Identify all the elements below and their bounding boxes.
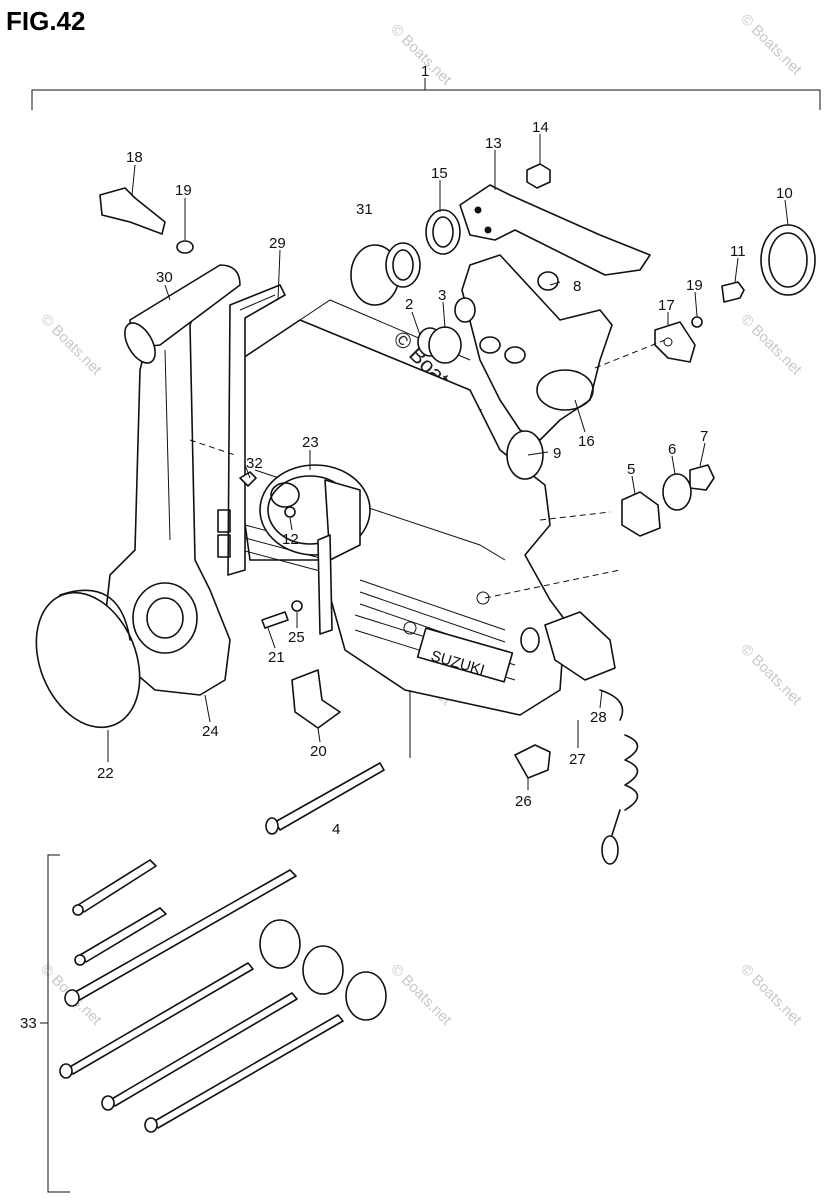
kit-bracket	[40, 854, 70, 1193]
callout-20: 20	[310, 743, 327, 760]
shift-bracket	[350, 209, 613, 480]
callout-4: 4	[332, 821, 340, 838]
callout-14: 14	[532, 119, 549, 136]
control-box-housing: SUZUKI	[231, 299, 566, 716]
callout-26: 26	[515, 793, 532, 810]
callout-1: 1	[421, 63, 429, 80]
callout-32: 32	[246, 455, 263, 472]
callout-2: 2	[405, 296, 413, 313]
callout-31: 31	[356, 201, 373, 218]
callout-33: 33	[20, 1015, 37, 1032]
callout-3: 3	[438, 287, 446, 304]
leader-lines	[107, 134, 789, 790]
friction-parts	[621, 464, 715, 537]
figure-title: FIG.42	[6, 6, 85, 36]
callout-9: 9	[553, 445, 561, 462]
callout-15: 15	[431, 165, 448, 182]
watermark: © Boats.net	[37, 311, 105, 379]
callout-10: 10	[776, 185, 793, 202]
callout-5: 5	[627, 461, 635, 478]
watermark: © Boats.net	[737, 641, 805, 709]
right-side-parts	[654, 224, 816, 363]
kit-parts	[59, 859, 387, 1133]
assembly-lines	[189, 339, 666, 599]
callouts: 1 2 3 4 5 6 7 8 9 10 11 12 13 14 15 16 1…	[20, 63, 793, 1032]
shift-drum	[259, 464, 371, 561]
callout-25: 25	[288, 629, 305, 646]
callout-29: 29	[269, 235, 286, 252]
callout-11: 11	[730, 243, 746, 260]
watermark: © Boats.net	[387, 961, 455, 1029]
callout-21: 21	[268, 649, 285, 666]
lock-lever	[217, 284, 286, 576]
watermark: © Boats.net	[737, 11, 805, 79]
lever-cover	[35, 589, 141, 729]
callout-23: 23	[302, 434, 319, 451]
upper-left-parts	[99, 187, 194, 254]
callout-19b: 19	[686, 277, 703, 294]
callout-24: 24	[202, 723, 219, 740]
small-screws	[239, 471, 303, 629]
callout-19a: 19	[175, 182, 192, 199]
throttle-arm	[459, 163, 651, 276]
callout-18: 18	[126, 149, 143, 166]
callout-28: 28	[590, 709, 607, 726]
lever-grip	[124, 264, 241, 364]
callout-7: 7	[700, 428, 708, 445]
callout-16: 16	[578, 433, 595, 450]
watermark: © Boats.net	[737, 311, 805, 379]
callout-13: 13	[485, 135, 502, 152]
callout-8: 8	[573, 278, 581, 295]
lock-plate	[291, 534, 341, 729]
callout-30: 30	[156, 269, 173, 286]
kill-switch	[514, 611, 639, 865]
callout-17: 17	[658, 297, 675, 314]
long-bolt	[265, 762, 385, 835]
watermark: © Boats.net	[737, 961, 805, 1029]
assembly-bracket	[31, 78, 821, 110]
callout-27: 27	[569, 751, 586, 768]
callout-22: 22	[97, 765, 114, 782]
callout-12: 12	[282, 531, 299, 548]
callout-6: 6	[668, 441, 676, 458]
